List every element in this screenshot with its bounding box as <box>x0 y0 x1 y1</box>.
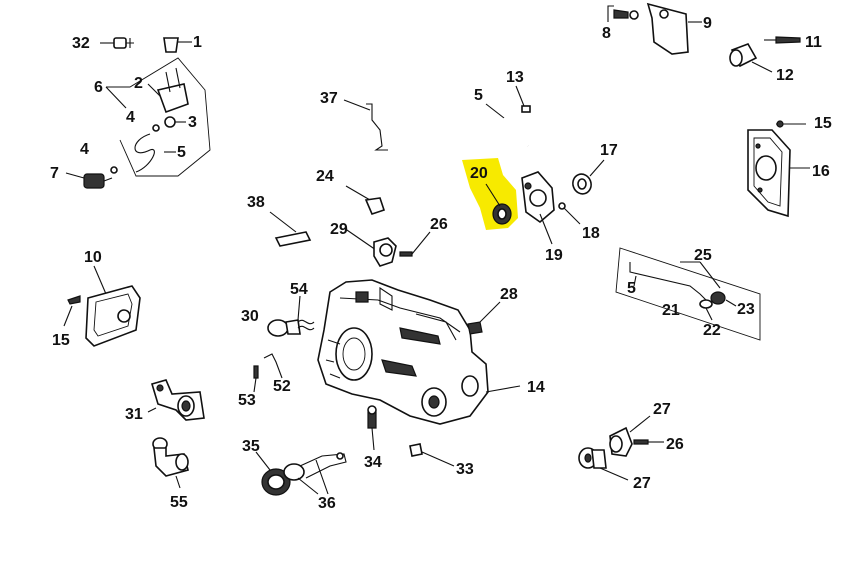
callout-6: 6 <box>94 79 103 96</box>
part-7-fuel-filter <box>65 172 113 189</box>
callout-53: 53 <box>238 392 256 409</box>
callout-14: 14 <box>527 379 545 396</box>
part-16-side-plate <box>747 129 810 218</box>
callout-5: 5 <box>177 144 186 161</box>
part-18-screw <box>558 202 581 225</box>
part-30-bulb <box>267 319 301 337</box>
callout-20: 20 <box>470 165 488 182</box>
part-5-oil-hose-top <box>485 103 529 147</box>
callout-32: 32 <box>72 35 90 52</box>
callout-16: 16 <box>812 163 830 180</box>
callout-10: 10 <box>84 249 102 266</box>
part-55-connector <box>152 437 189 489</box>
callout-38: 38 <box>247 194 265 211</box>
part-26-screw-lower <box>633 439 664 445</box>
callout-34: 34 <box>364 454 382 471</box>
callout-29: 29 <box>330 221 348 238</box>
part-3-fitting <box>164 116 186 128</box>
callout-35: 35 <box>242 438 260 455</box>
callout-27: 27 <box>653 401 671 418</box>
part-9-chain-catcher <box>646 2 702 55</box>
callout-13: 13 <box>506 69 524 86</box>
part-38-pad <box>269 211 312 247</box>
callout-54: 54 <box>290 281 308 298</box>
callout-4: 4 <box>80 141 89 158</box>
part-32-screw <box>100 37 134 49</box>
part-15-screw-right <box>776 120 806 128</box>
part-29-bracket <box>343 227 397 267</box>
callout-19: 19 <box>545 247 563 264</box>
callout-27: 27 <box>633 475 651 492</box>
callout-30: 30 <box>241 308 259 325</box>
callout-15: 15 <box>814 115 832 132</box>
part-37-throttle-rod <box>343 99 388 151</box>
callout-5: 5 <box>474 87 483 104</box>
part-6-bracket <box>105 57 211 177</box>
part-52-clip <box>263 353 283 379</box>
callout-52: 52 <box>273 378 291 395</box>
part-25-assembly-outline <box>615 247 761 341</box>
callout-17: 17 <box>600 142 618 159</box>
callout-25: 25 <box>694 247 712 264</box>
part-11-screw <box>764 36 801 44</box>
part-19-oil-pump <box>521 171 555 245</box>
part-17-nut <box>572 159 605 195</box>
callout-31: 31 <box>125 406 143 423</box>
callout-28: 28 <box>500 286 518 303</box>
part-5-fuel-hose <box>134 133 176 173</box>
callout-21: 21 <box>662 302 680 319</box>
callout-8: 8 <box>602 25 611 42</box>
callout-18: 18 <box>582 225 600 242</box>
callout-9: 9 <box>703 15 712 32</box>
part-24-cap <box>345 185 386 215</box>
callout-1: 1 <box>193 34 202 51</box>
part-14-crankcase <box>317 279 521 425</box>
callout-24: 24 <box>316 168 334 185</box>
callout-33: 33 <box>456 461 474 478</box>
part-2-fuel-pickup <box>147 67 189 114</box>
part-1-cap <box>163 37 192 53</box>
part-4-grommet <box>110 124 160 174</box>
callout-5: 5 <box>627 280 636 297</box>
callout-15: 15 <box>52 332 70 349</box>
part-35-pointer <box>255 451 271 471</box>
callout-11: 11 <box>805 34 822 51</box>
callout-26: 26 <box>666 436 684 453</box>
part-27-bracket-upper <box>609 415 651 457</box>
part-54-spring <box>297 295 315 331</box>
part-26-screw-mid <box>399 231 431 257</box>
part-20-worm-gear <box>485 183 512 225</box>
part-13-screw <box>515 85 531 113</box>
part-23-fitting <box>710 291 737 307</box>
callout-23: 23 <box>737 301 755 318</box>
callout-37: 37 <box>320 90 338 107</box>
part-33-tab <box>409 443 455 467</box>
callout-7: 7 <box>50 165 59 182</box>
part-27-bracket-lower <box>578 447 629 481</box>
part-10-cover-plate <box>85 265 141 347</box>
part-8-screw <box>607 5 639 22</box>
part-36-starter-parts <box>261 452 347 496</box>
callout-55: 55 <box>170 494 188 511</box>
part-5-oil-hose-right <box>629 262 707 301</box>
callout-26: 26 <box>430 216 448 233</box>
callout-12: 12 <box>776 67 794 84</box>
callout-22: 22 <box>703 322 721 339</box>
callout-3: 3 <box>188 114 197 131</box>
part-53-screw <box>253 365 259 393</box>
callout-36: 36 <box>318 495 336 512</box>
part-22-washer <box>699 299 713 321</box>
part-31-boot <box>147 379 205 421</box>
callout-2: 2 <box>134 75 143 92</box>
callout-4: 4 <box>126 109 135 126</box>
part-34-screw <box>367 405 377 451</box>
part-28-plug <box>467 301 501 335</box>
part-12-spike <box>729 43 773 73</box>
part-15-screw-left <box>63 295 81 327</box>
